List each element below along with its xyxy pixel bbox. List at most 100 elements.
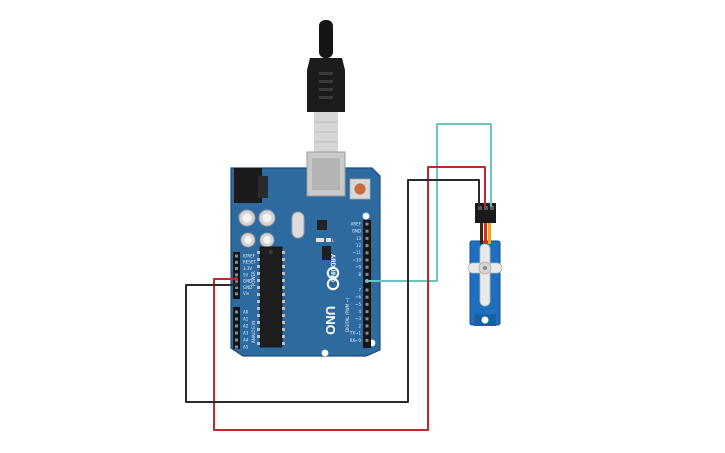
- chip-pin: [257, 328, 260, 331]
- analog-pin[interactable]: [235, 317, 238, 321]
- digital-pin-label: RX←0: [350, 338, 362, 343]
- analog-pin-label: A3: [243, 330, 249, 335]
- uno-model-text: UNO: [323, 306, 338, 335]
- power-pin[interactable]: [235, 267, 238, 271]
- usb-plug-icon: [307, 58, 345, 112]
- digital-pin[interactable]: [365, 295, 369, 299]
- digital-pin[interactable]: [365, 324, 369, 328]
- servo-motor[interactable]: [467, 203, 503, 326]
- digital-pin-label: AREF: [351, 221, 362, 226]
- servo-mount-hole: [481, 316, 489, 324]
- digital-pin[interactable]: [365, 272, 369, 276]
- power-pin[interactable]: [235, 254, 238, 258]
- chip-pin: [282, 342, 285, 345]
- led-indicator: [326, 238, 331, 242]
- usb-interface-chip: [317, 220, 327, 230]
- analog-pin-label: A4: [243, 337, 249, 342]
- digital-pin-label: 12: [356, 243, 362, 248]
- digital-header-label: DIGITAL (PWM ~): [345, 297, 350, 332]
- digital-pin-label: ~6: [355, 295, 361, 300]
- power-pin[interactable]: [235, 292, 238, 296]
- chip-pin: [257, 307, 260, 310]
- analog-pin[interactable]: [235, 338, 238, 342]
- power-pin-label: RESET: [243, 260, 256, 265]
- power-pin-label: 5V: [243, 272, 249, 277]
- digital-pin[interactable]: [365, 338, 369, 342]
- digital-pin-label: ~3: [355, 316, 361, 321]
- digital-pin[interactable]: [365, 251, 369, 255]
- power-jack: [234, 168, 262, 203]
- chip-pin: [282, 321, 285, 324]
- digital-pin[interactable]: [365, 331, 369, 335]
- digital-pin[interactable]: [365, 310, 369, 314]
- mounting-hole: [362, 212, 370, 220]
- digital-pin[interactable]: [365, 288, 369, 292]
- digital-pin-label: 7: [358, 287, 361, 292]
- reset-button-cap: [354, 183, 366, 195]
- capacitors: [238, 209, 276, 248]
- digital-pin-label: 4: [358, 309, 361, 314]
- analog-pin[interactable]: [235, 345, 238, 349]
- usb-cable[interactable]: [307, 20, 345, 152]
- wires: [185, 123, 492, 431]
- signal-wire-end: [365, 279, 369, 283]
- chip-pin: [282, 286, 285, 289]
- power-pin-label: 3.3V: [243, 266, 252, 271]
- l-led-label: L: [332, 238, 335, 243]
- digital-pin-label: ~5: [355, 302, 361, 307]
- power-pin[interactable]: [235, 260, 238, 264]
- chip-pin: [257, 314, 260, 317]
- chip-pin: [257, 251, 260, 254]
- power-pin[interactable]: [235, 273, 238, 277]
- chip-pin: [282, 272, 285, 275]
- chip-pin: [257, 293, 260, 296]
- digital-pin[interactable]: [365, 244, 369, 248]
- power-pin[interactable]: [235, 279, 238, 283]
- power-wire-end: [234, 277, 238, 281]
- power-pin[interactable]: [235, 286, 238, 289]
- power-pin-label: GND: [243, 279, 252, 284]
- power-header-label: POWER: [251, 271, 256, 286]
- analog-pin[interactable]: [235, 324, 238, 328]
- digital-pin[interactable]: [365, 236, 369, 240]
- digital-pin[interactable]: [365, 222, 369, 226]
- digital-pin[interactable]: [365, 302, 369, 306]
- led-indicator: [316, 238, 324, 242]
- digital-pin[interactable]: [365, 258, 369, 262]
- atmega-microcontroller: [259, 246, 283, 348]
- analog-pin[interactable]: [235, 310, 238, 314]
- chip-pin: [282, 300, 285, 303]
- chip-pin: [257, 321, 260, 324]
- power-pin-label: Vin: [243, 291, 250, 296]
- digital-pin-label: TX→1: [349, 331, 362, 336]
- arduino-brand-text: ARDUINO: [329, 254, 335, 282]
- digital-pin-label: ~11: [353, 250, 362, 255]
- chip-pin: [257, 265, 260, 268]
- chip-pin: [282, 279, 285, 282]
- analog-pin[interactable]: [235, 331, 238, 335]
- chip-pin: [282, 328, 285, 331]
- digital-pin[interactable]: [365, 317, 369, 321]
- ground-wire-end: [234, 283, 238, 287]
- chip-pin: [282, 307, 285, 310]
- usb-cable-strain-relief: [319, 20, 333, 58]
- analog-header-label: ANALOG IN: [251, 321, 256, 343]
- chip-pin: [282, 314, 285, 317]
- chip-pin: [282, 265, 285, 268]
- analog-pin-label: A0: [243, 309, 249, 314]
- chip-pin: [257, 335, 260, 338]
- digital-pin[interactable]: [365, 229, 369, 233]
- power-wire-5v[interactable]: [213, 166, 486, 431]
- chip-pin: [282, 258, 285, 261]
- signal-wire[interactable]: [366, 123, 492, 282]
- digital-pin-label: GND: [352, 229, 361, 234]
- power-pin-label: GND: [243, 285, 252, 290]
- ground-wire[interactable]: [185, 179, 480, 403]
- digital-pin-label: 8: [358, 272, 361, 277]
- chip-pin: [282, 335, 285, 338]
- digital-pin[interactable]: [365, 265, 369, 269]
